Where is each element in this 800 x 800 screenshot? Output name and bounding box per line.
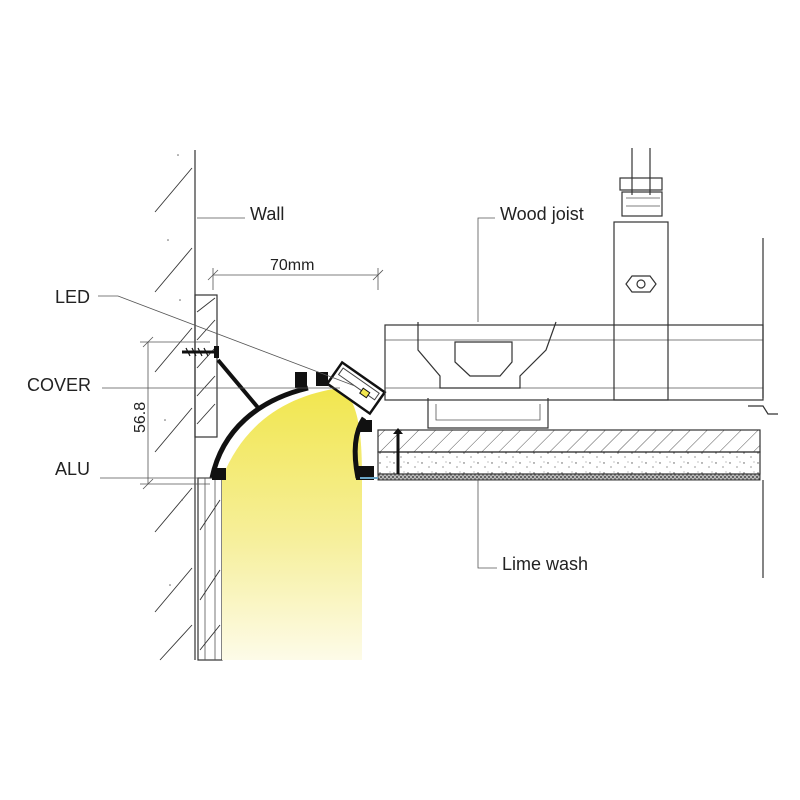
wall: [154, 150, 196, 661]
width-dimension: 70mm: [207, 257, 384, 290]
wall-label: Wall: [250, 204, 284, 224]
led-label: LED: [55, 287, 90, 307]
ceiling-board: [360, 429, 761, 481]
height-dimension-label: 56.8: [132, 402, 149, 433]
alu-profile: [209, 358, 374, 480]
width-dimension-label: 70mm: [270, 257, 314, 274]
light-beam: [222, 388, 362, 660]
ceiling-screw: [393, 428, 403, 474]
wood-joist-callout: Wood joist: [477, 204, 584, 322]
break-line: [748, 238, 778, 578]
alu-callout: ALU: [55, 459, 212, 479]
mounting-strip: [194, 294, 218, 438]
alu-label: ALU: [55, 459, 90, 479]
hanger-rod: [613, 148, 669, 401]
wood-joist-label: Wood joist: [500, 204, 584, 224]
wall-screw: [182, 346, 219, 358]
led-callout: LED: [55, 287, 356, 387]
led-cover: [325, 360, 387, 416]
cover-callout: COVER: [27, 375, 340, 395]
lime-wash-label: Lime wash: [502, 554, 588, 574]
cover-label: COVER: [27, 375, 91, 395]
lime-wash-callout: Lime wash: [477, 480, 588, 574]
wall-board: [197, 477, 223, 661]
height-dimension: 56.8: [132, 336, 210, 490]
ceiling-channel: [427, 398, 549, 429]
wall-callout: Wall: [197, 204, 284, 224]
wood-joist: [384, 321, 764, 401]
